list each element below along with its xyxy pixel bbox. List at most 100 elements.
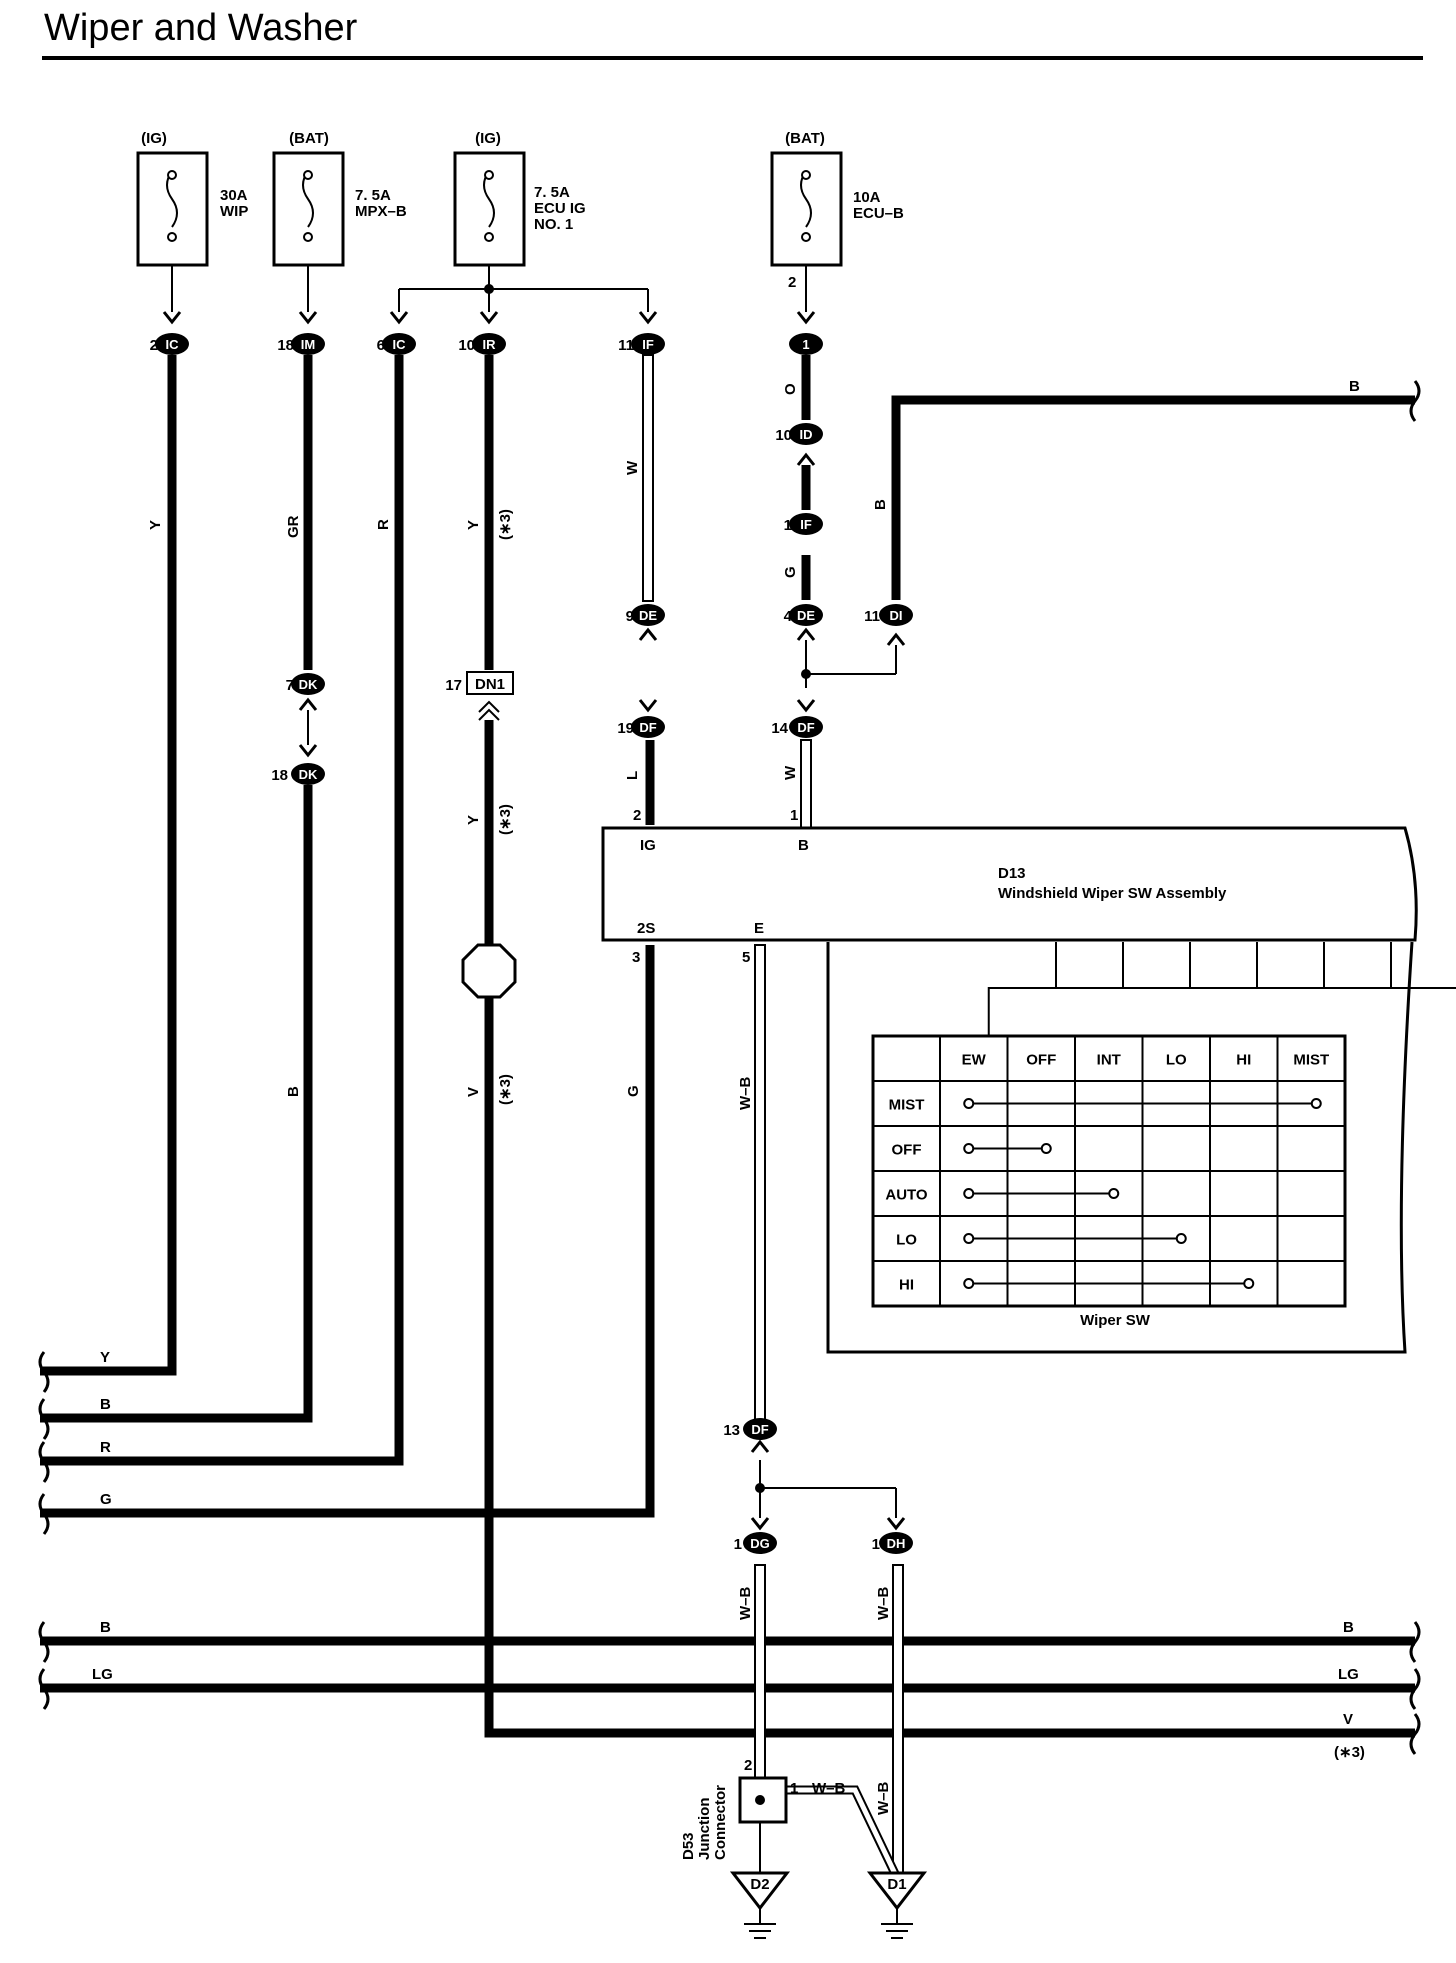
svg-text:Y: Y [147, 520, 164, 530]
svg-text:1: 1 [802, 337, 809, 352]
connector-de-9: 9 DE [626, 604, 665, 626]
matrix-stub-bus [987, 987, 1456, 1036]
matrix-row-label: LO [896, 1232, 917, 1249]
svg-text:G: G [782, 566, 799, 578]
svg-text:1: 1 [872, 1536, 880, 1553]
svg-text:Junction: Junction [696, 1798, 713, 1861]
svg-text:W: W [624, 460, 641, 475]
matrix-col-header: EW [962, 1052, 987, 1069]
connector-id-10: 10 ID [775, 423, 823, 445]
wire-break-symbols [38, 380, 1421, 1755]
matrix-contact-dot [963, 1278, 975, 1289]
connector-di-11: 11 DI [864, 604, 913, 626]
double-wires [642, 354, 904, 1896]
wiper-switch-assembly: 2 IG 1 B D13 Windshield Wiper SW Assembl… [601, 807, 1418, 1354]
svg-text:IR: IR [483, 337, 497, 352]
svg-text:D53: D53 [680, 1832, 697, 1860]
svg-text:18: 18 [277, 337, 294, 354]
svg-text:NO. 1: NO. 1 [534, 216, 573, 233]
ground-d2: D2 [729, 1822, 791, 1939]
svg-text:E: E [754, 920, 764, 937]
svg-text:B: B [872, 499, 889, 510]
svg-text:W–B: W–B [875, 1782, 892, 1816]
svg-text:7. 5A: 7. 5A [355, 187, 391, 204]
matrix-contact-dot [1108, 1188, 1120, 1199]
svg-text:1: 1 [790, 1780, 798, 1797]
svg-text:10: 10 [775, 427, 792, 444]
svg-text:18: 18 [271, 767, 288, 784]
svg-text:B: B [1343, 1619, 1354, 1636]
svg-text:LG: LG [1338, 1666, 1359, 1683]
svg-text:IF: IF [800, 517, 812, 532]
svg-text:DF: DF [639, 720, 656, 735]
matrix-contact-dot [1243, 1278, 1255, 1289]
svg-text:6: 6 [377, 337, 385, 354]
svg-text:DF: DF [797, 720, 814, 735]
svg-text:R: R [375, 519, 392, 530]
fuse-wip: (IG) 30A WIP [136, 130, 248, 267]
svg-text:(∗3): (∗3) [497, 509, 514, 540]
matrix-contact-dot [963, 1188, 975, 1199]
edge-labels: B Y B R G B B LG LG V (∗3) [92, 378, 1365, 1761]
svg-text:(∗3): (∗3) [497, 804, 514, 835]
connector-df-19: 19 DF [617, 716, 665, 738]
svg-text:7: 7 [286, 677, 294, 694]
matrix-contact-dot [963, 1233, 975, 1244]
connector-dh-1: 1 DH [872, 1532, 913, 1554]
matrix-contact-dot [1040, 1143, 1052, 1154]
matrix-row-label: HI [899, 1277, 914, 1294]
svg-text:B: B [798, 837, 809, 854]
svg-text:11: 11 [618, 337, 634, 354]
svg-text:30A: 30A [220, 187, 248, 204]
connector-df-14: 14 DF [771, 716, 823, 738]
splice-octagon [461, 943, 517, 999]
svg-text:D13: D13 [998, 865, 1026, 882]
pin-label: 2 [788, 274, 796, 291]
svg-text:W–B: W–B [737, 1077, 754, 1111]
svg-text:W–B: W–B [812, 1780, 846, 1797]
svg-text:IM: IM [301, 337, 315, 352]
svg-text:DF: DF [751, 1422, 768, 1437]
svg-text:W: W [782, 765, 799, 780]
svg-text:4: 4 [784, 608, 793, 625]
svg-text:B: B [100, 1396, 111, 1413]
svg-text:Connector: Connector [712, 1785, 729, 1860]
svg-text:Windshield Wiper SW Assembly: Windshield Wiper SW Assembly [998, 885, 1227, 902]
thin-links [307, 640, 897, 1518]
matrix-col-header: OFF [1026, 1052, 1056, 1069]
svg-text:(IG): (IG) [475, 130, 501, 147]
svg-text:DG: DG [750, 1536, 770, 1551]
matrix-contact-dot [963, 1143, 975, 1154]
svg-text:DK: DK [299, 767, 318, 782]
junction-connector-d53: 2 1 D53 Junction Connector [680, 1757, 798, 1860]
svg-text:R: R [100, 1439, 111, 1456]
svg-text:2S: 2S [637, 920, 655, 937]
connector-dk-18: 18 DK [271, 763, 325, 785]
svg-text:13: 13 [723, 1422, 740, 1439]
connector-ic-2: 2 IC [150, 333, 189, 355]
svg-text:D2: D2 [750, 1876, 769, 1893]
svg-text:DI: DI [890, 608, 903, 623]
connector-dg-1: 1 DG [734, 1532, 777, 1554]
svg-text:2: 2 [150, 337, 158, 354]
svg-text:Y: Y [465, 520, 482, 530]
matrix-col-header: MIST [1293, 1052, 1329, 1069]
matrix-row-label: MIST [889, 1097, 925, 1114]
matrix-col-header: INT [1097, 1052, 1121, 1069]
svg-text:W–B: W–B [875, 1587, 892, 1621]
svg-text:19: 19 [617, 720, 634, 737]
fuse-feed-lines [171, 265, 807, 312]
connector-if-11: 11 IF [618, 333, 665, 355]
connector-ir-10: 10 IR [458, 333, 506, 355]
svg-text:(IG): (IG) [141, 130, 167, 147]
matrix-contact-dot [1310, 1098, 1322, 1109]
svg-text:IF: IF [642, 337, 654, 352]
svg-text:(∗3): (∗3) [1334, 1744, 1365, 1761]
wiper-sw-caption: Wiper SW [1080, 1312, 1151, 1329]
svg-text:IC: IC [393, 337, 407, 352]
svg-text:2: 2 [744, 1757, 752, 1774]
wire-harness [40, 355, 1415, 1738]
svg-text:10A: 10A [853, 189, 881, 206]
wire-color-labels: Y GR R Y (∗3) W O G B Y (∗3) L W B V (∗3… [147, 383, 892, 1815]
svg-text:ECU–B: ECU–B [853, 205, 904, 222]
